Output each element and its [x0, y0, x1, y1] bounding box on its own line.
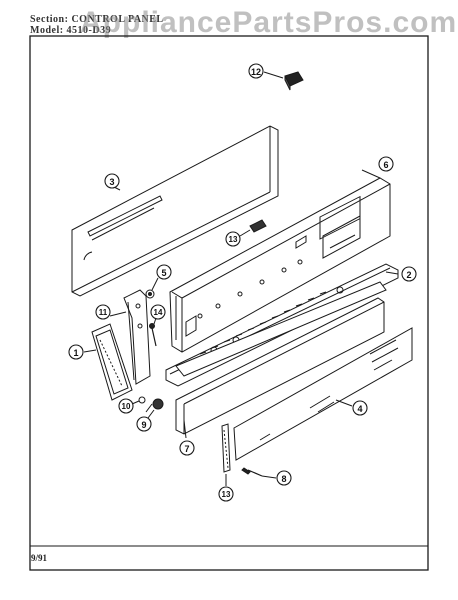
- callout-1: 1: [68, 344, 84, 360]
- callout-7: 7: [179, 440, 195, 456]
- svg-text:8: 8: [281, 474, 286, 484]
- callout-11: 11: [95, 304, 111, 320]
- svg-text:11: 11: [99, 308, 108, 317]
- diagram-frame: [29, 35, 429, 571]
- callout-4: 4: [352, 400, 368, 416]
- callout-5: 5: [156, 264, 172, 280]
- callout-13-lower: 13: [218, 486, 234, 502]
- svg-text:3: 3: [109, 177, 114, 187]
- part-1-end-cap: [83, 323, 133, 401]
- callout-8: 8: [276, 470, 292, 486]
- callout-13-upper: 13: [225, 231, 241, 247]
- svg-text:13: 13: [222, 490, 231, 499]
- callout-3: 3: [104, 173, 120, 189]
- svg-text:10: 10: [122, 402, 131, 411]
- svg-text:6: 6: [383, 160, 388, 170]
- part-12-switch-cap: [263, 71, 304, 91]
- svg-text:12: 12: [251, 67, 261, 77]
- part-14-screw: [149, 317, 157, 347]
- callout-2: 2: [401, 266, 417, 282]
- revision-date: 9/91: [31, 553, 48, 563]
- svg-text:7: 7: [184, 444, 189, 454]
- svg-text:13: 13: [229, 235, 238, 244]
- callout-14: 14: [150, 304, 166, 320]
- svg-text:2: 2: [406, 270, 411, 280]
- svg-text:14: 14: [154, 308, 163, 317]
- part-7-front-trim: [175, 297, 385, 439]
- svg-text:9: 9: [141, 420, 146, 430]
- part-6-control-housing: [169, 169, 391, 353]
- part-5-nut: [145, 277, 159, 299]
- part-8-screw: [241, 467, 277, 479]
- svg-text:5: 5: [161, 268, 166, 278]
- watermark-logo: AppliancePartsPros.com: [80, 6, 458, 39]
- svg-text:1: 1: [73, 348, 78, 358]
- section-title: Section: CONTROL PANEL: [30, 14, 164, 25]
- part-9-knob: [145, 398, 164, 419]
- part-4-control-glass: [233, 327, 413, 461]
- part-11-side-bracket: [109, 289, 151, 385]
- part-10-washer: [131, 396, 146, 405]
- model-number: Model: 4510-D39: [30, 25, 112, 36]
- callout-12: 12: [248, 63, 264, 79]
- part-13-trim-strip: [221, 423, 231, 486]
- callout-9: 9: [136, 416, 152, 432]
- part-13-clip-upper: [239, 219, 267, 237]
- callout-6: 6: [378, 156, 394, 172]
- svg-text:4: 4: [357, 404, 362, 414]
- callout-10: 10: [118, 398, 134, 414]
